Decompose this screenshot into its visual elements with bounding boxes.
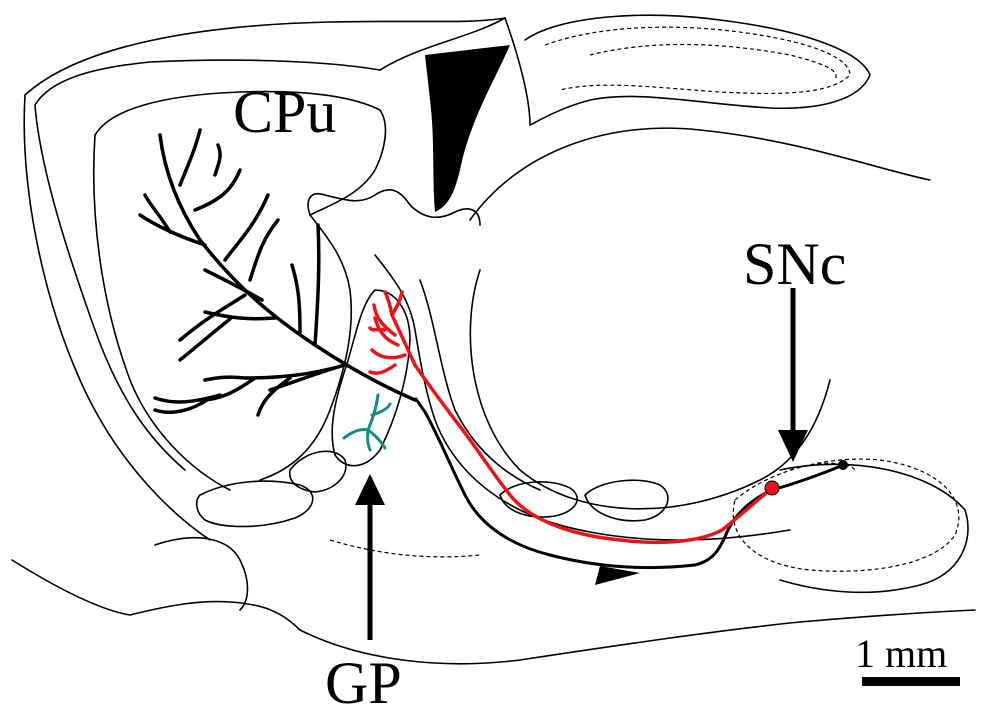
path-arrowhead [595, 566, 640, 585]
ventricle-shape [425, 45, 510, 212]
right-bottom-outline [780, 464, 968, 592]
hippocampus-outer [525, 15, 870, 125]
lower-left-structure [155, 538, 248, 610]
black-axon-tip [838, 460, 848, 470]
snc-red-axon [370, 292, 772, 542]
internal-capsule-upper [308, 190, 480, 225]
cpu-label: CPu [233, 79, 336, 145]
hippocampus-inner-2 [590, 44, 836, 80]
midbrain-outline [470, 128, 930, 220]
scale-bar [862, 677, 960, 686]
bottom-outline-left [12, 560, 300, 630]
scale-label: 1 mm [855, 631, 947, 676]
oval-structure-2 [585, 480, 668, 521]
thalamus-outline [470, 270, 830, 509]
ventral-structure [197, 481, 313, 526]
gp-label: GP [325, 650, 402, 715]
brain-outlines [12, 15, 975, 664]
internal-capsule-band-2 [420, 280, 540, 490]
snc-cell-body [765, 481, 779, 495]
ventral-dashed [330, 540, 480, 557]
snc-label: SNc [743, 231, 846, 297]
cortex-left-edge [35, 105, 185, 470]
gp-arrow [355, 474, 385, 640]
outer-left-edge [24, 95, 210, 540]
snc-arrow [778, 288, 808, 462]
